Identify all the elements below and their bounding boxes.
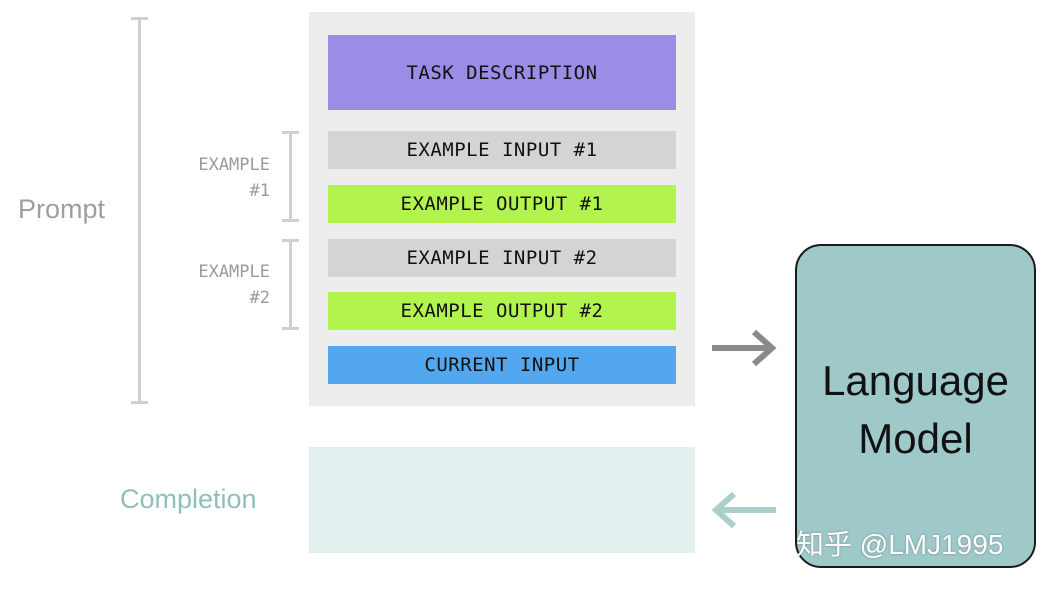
example-1-label: EXAMPLE #1 — [180, 152, 270, 204]
watermark: 知乎 @LMJ1995 — [796, 529, 1004, 560]
language-model-line1: Language — [822, 357, 1009, 404]
example-input-1-block: EXAMPLE INPUT #1 — [328, 131, 676, 169]
example-output-1-block: EXAMPLE OUTPUT #1 — [328, 185, 676, 223]
language-model-line2: Model — [858, 415, 973, 462]
example-1-label-line1: EXAMPLE — [198, 155, 270, 175]
example-2-label: EXAMPLE #2 — [180, 259, 270, 311]
task-description-block: TASK DESCRIPTION — [328, 35, 676, 110]
left-arrow-icon — [711, 491, 776, 529]
completion-label: Completion — [120, 484, 257, 514]
completion-box — [309, 447, 695, 553]
example-1-label-line2: #1 — [249, 181, 270, 201]
example-2-label-line1: EXAMPLE — [198, 262, 270, 282]
example-output-2-block: EXAMPLE OUTPUT #2 — [328, 292, 676, 330]
example-input-2-block: EXAMPLE INPUT #2 — [328, 239, 676, 277]
current-input-block: CURRENT INPUT — [328, 346, 676, 384]
language-model-label: Language Model — [795, 352, 1036, 468]
example-2-label-line2: #2 — [249, 288, 270, 308]
right-arrow-icon — [712, 329, 777, 367]
language-model-box — [795, 244, 1036, 568]
prompt-label: Prompt — [18, 194, 106, 224]
